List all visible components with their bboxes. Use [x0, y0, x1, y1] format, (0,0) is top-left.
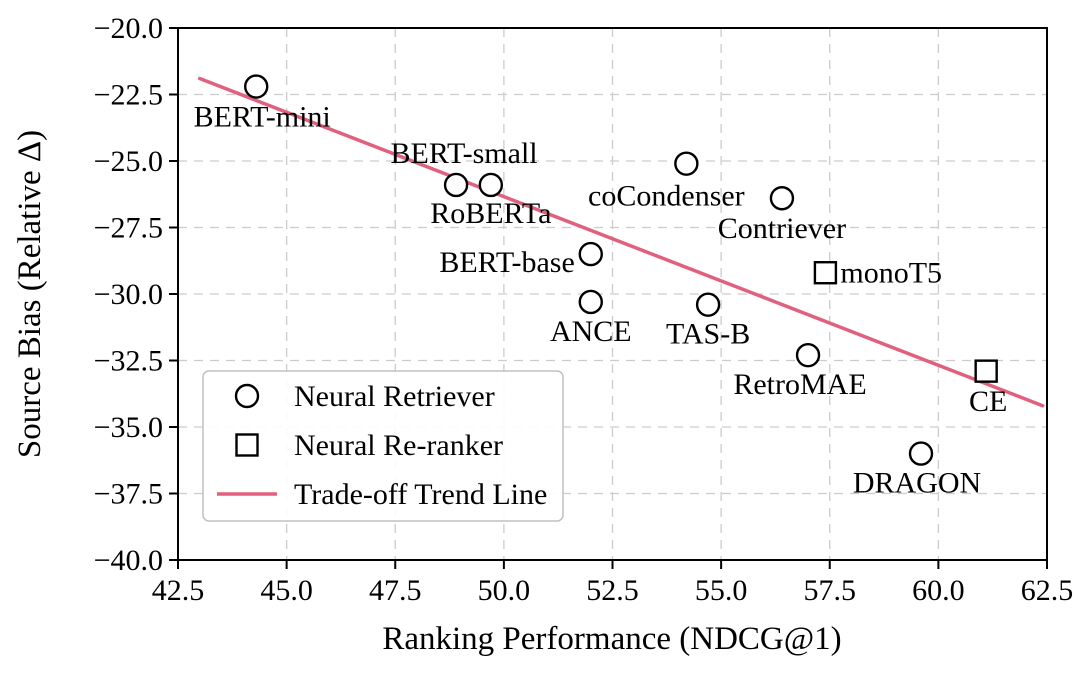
- legend-label-neural-re-ranker: Neural Re-ranker: [294, 429, 503, 462]
- axes-layer: 42.5 45.0 47.5 50.0 52.5 55.0 57.5 60.0 62.5 −40.…: [94, 12, 1074, 607]
- point-label-ance: ANCE: [550, 315, 632, 348]
- y-tick-label: −22.5: [94, 79, 163, 112]
- point-label-bert-small: BERT-small: [391, 137, 538, 170]
- y-tick-label: −20.0: [94, 12, 163, 45]
- y-tick-label: −27.5: [94, 212, 163, 245]
- point-bert-small: [443, 172, 469, 198]
- y-tick-label: −25.0: [94, 145, 163, 178]
- point-monot5: [813, 261, 838, 285]
- point-label-roberta: RoBERTa: [430, 197, 551, 230]
- y-tick-label: −40.0: [94, 544, 163, 577]
- legend-label-trade-off-trend-line: Trade-off Trend Line: [294, 478, 547, 511]
- point-label-dragon: DRAGON: [853, 467, 981, 500]
- point-ce: [974, 359, 998, 383]
- legend-label-neural-retriever: Neural Retriever: [294, 380, 495, 413]
- point-ance: [578, 289, 603, 315]
- point-label-tas-b: TAS-B: [666, 318, 750, 351]
- legend-square-marker: [235, 433, 259, 457]
- point-label-monot5: monoT5: [840, 257, 942, 290]
- point-retromae: [795, 342, 821, 368]
- point-bert-base: [578, 241, 603, 267]
- y-tick-label: −32.5: [94, 345, 163, 378]
- x-tick-label: 50.0: [478, 574, 531, 607]
- point-cocondenser: [674, 151, 699, 176]
- y-tick-label: −30.0: [94, 278, 163, 311]
- x-tick-label: 42.5: [152, 574, 205, 607]
- y-axis-title: Source Bias (Relative Δ): [12, 130, 48, 458]
- x-tick-label: 60.0: [912, 574, 965, 607]
- point-label-contriever: Contriever: [718, 212, 846, 245]
- legend-circle-marker: [234, 383, 260, 409]
- point-roberta: [478, 172, 504, 198]
- x-axis-title: Ranking Performance (NDCG@1): [382, 621, 841, 657]
- point-label-ce: CE: [969, 385, 1007, 418]
- x-tick-label: 47.5: [369, 574, 422, 607]
- point-label-bert-mini: BERT-mini: [194, 101, 331, 134]
- x-tick-label: 62.5: [1021, 574, 1074, 607]
- point-dragon: [908, 441, 934, 466]
- point-label-bert-base: BERT-base: [439, 246, 574, 279]
- point-contriever: [769, 186, 795, 211]
- x-tick-label: 55.0: [695, 574, 748, 607]
- trend-line: [197, 76, 1045, 408]
- x-tick-label: 45.0: [260, 574, 313, 607]
- x-tick-label: 57.5: [804, 574, 857, 607]
- point-tas-b: [695, 292, 721, 317]
- point-label-retromae: RetroMAE: [733, 368, 866, 401]
- legend-box: [202, 370, 564, 522]
- y-tick-label: −37.5: [94, 478, 163, 511]
- point-label-cocondenser: coCondenser: [588, 180, 745, 213]
- x-tick-label: 52.5: [586, 574, 639, 607]
- y-tick-label: −35.0: [94, 411, 163, 444]
- point-bert-mini: [244, 74, 269, 99]
